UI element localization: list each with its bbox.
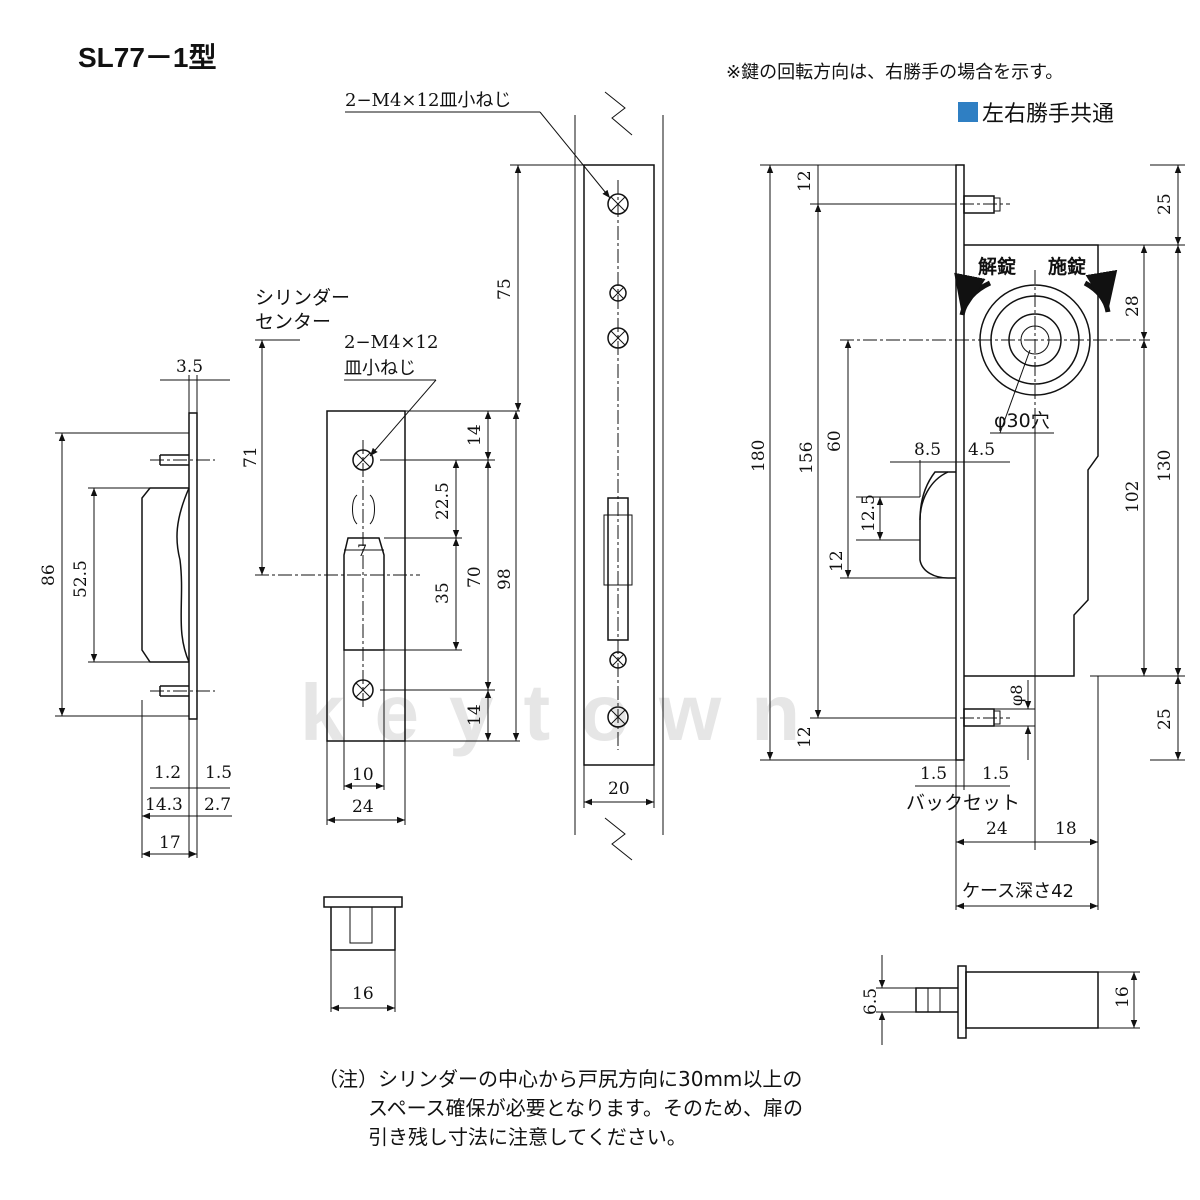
backset-label: バックセット [906, 792, 1020, 814]
common-badge: 左右勝手共通 [958, 96, 1114, 128]
dim-6_5: 6.5 [861, 988, 881, 1015]
dim-24-backset: 24 [986, 819, 1008, 839]
dim-86: 86 [39, 564, 59, 586]
dim-14-lower: 14 [465, 704, 485, 726]
dim-14_3: 14.3 [145, 795, 183, 815]
dim-12_5: 12.5 [859, 494, 879, 532]
dim-102: 102 [1123, 481, 1143, 513]
dim-35: 35 [433, 582, 453, 604]
screws-mid-label-2: 皿小ねじ [344, 358, 416, 379]
footnote-prefix: （注） [318, 1067, 378, 1091]
dim-75: 75 [495, 278, 515, 300]
dim-22_5: 22.5 [433, 482, 453, 520]
dim-1_5-right: 1.5 [982, 764, 1009, 784]
watermark: keytown [300, 668, 830, 757]
dim-20: 20 [608, 779, 630, 799]
unlock-label: 解錠 [978, 255, 1016, 278]
dim-10: 10 [352, 765, 374, 785]
case-depth-label: ケース深さ42 [962, 881, 1074, 902]
footnote-line-3: 引き残し寸法に注意してください。 [368, 1125, 687, 1149]
footnote: （注）シリンダーの中心から戸尻方向に30mm以上の スペース確保が必要となります… [318, 1065, 803, 1152]
strike-box-bottom-view: 16 [323, 896, 403, 1012]
dim-4_5: 4.5 [968, 440, 995, 460]
dim-12-bottom: 12 [795, 726, 815, 748]
dim-12-latch: 12 [827, 550, 847, 572]
dim-70: 70 [465, 566, 485, 588]
strike-plate-view: シリンダー センター 71 2−M4×12 皿小ねじ 22.5 35 14 70… [241, 287, 520, 825]
dim-17: 17 [159, 833, 181, 853]
lock-label: 施錠 [1048, 255, 1086, 278]
dim-3_5: 3.5 [176, 357, 203, 377]
page-title: SL77－1型 [78, 42, 217, 73]
dim-180: 180 [749, 440, 769, 472]
hole-label: φ30穴 [994, 410, 1050, 432]
lock-body-view: 解錠 施錠 φ30穴 180 156 12 12 60 12.5 12 8.5 … [749, 164, 1185, 910]
dim-28: 28 [1123, 295, 1143, 317]
dim-1_5-left: 1.5 [205, 763, 232, 783]
dim-8_5: 8.5 [914, 440, 941, 460]
dim-2_7: 2.7 [204, 795, 231, 815]
dim-12-top: 12 [795, 170, 815, 192]
footnote-line-2: スペース確保が必要となります。そのため、扉の [368, 1096, 803, 1120]
dim-24-strike: 24 [352, 797, 374, 817]
cyl-center-label-1: シリンダー [255, 287, 350, 309]
cyl-center-label-2: センター [255, 311, 331, 333]
dim-phi8: φ8 [1007, 685, 1026, 706]
dim-7: 7 [357, 541, 367, 560]
dim-156: 156 [797, 442, 817, 474]
dim-25-bottom: 25 [1155, 708, 1175, 730]
dim-16-body: 16 [1113, 986, 1133, 1008]
footnote-line-1: シリンダーの中心から戸尻方向に30mm以上の [378, 1067, 803, 1091]
blue-square-icon [958, 102, 978, 122]
dim-1_5-mid: 1.5 [920, 764, 947, 784]
dim-18: 18 [1055, 819, 1077, 839]
dim-52_5: 52.5 [71, 560, 91, 598]
dim-130: 130 [1155, 450, 1175, 482]
common-label: 左右勝手共通 [982, 102, 1115, 127]
rotation-note: ※鍵の回転方向は、右勝手の場合を示す。 [726, 62, 1064, 83]
dim-14-upper: 14 [465, 424, 485, 446]
dim-25-top: 25 [1155, 193, 1175, 215]
dim-71: 71 [241, 446, 261, 468]
screws-mid-label-1: 2−M4×12 [344, 332, 438, 353]
side-profile-view: 3.5 86 52.5 1.2 1.5 14.3 2.7 17 [39, 357, 232, 858]
dim-60: 60 [825, 430, 845, 452]
dim-98: 98 [495, 568, 515, 590]
dim-16-strike: 16 [352, 984, 374, 1004]
lock-body-bottom-view: 6.5 16 [861, 955, 1140, 1045]
dim-1_2: 1.2 [154, 763, 181, 783]
screws-top-label: 2−M4×12皿小ねじ [345, 90, 511, 111]
faceplate-view: 2−M4×12皿小ねじ 75 20 [345, 90, 664, 861]
